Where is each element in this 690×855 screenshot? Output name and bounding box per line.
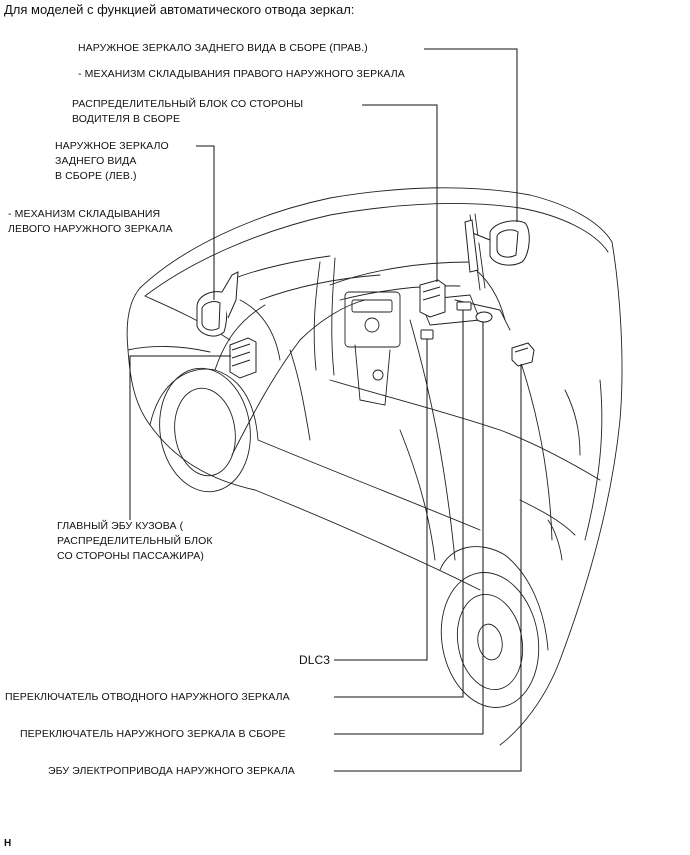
label-fold-left: - МЕХАНИЗМ СКЛАДЫВАНИЯ ЛЕВОГО НАРУЖНОГО …: [8, 207, 173, 237]
label-mirror-switch: ПЕРЕКЛЮЧАТЕЛЬ НАРУЖНОГО ЗЕРКАЛА В СБОРЕ: [20, 728, 286, 740]
label-driver-junction-block-line2: ВОДИТЕЛЯ В СБОРЕ: [72, 113, 181, 125]
label-driver-junction-block: РАСПРЕДЕЛИТЕЛЬНЫЙ БЛОК СО СТОРОНЫ ВОДИТЕ…: [72, 97, 303, 127]
main-body-ecu-icon: [229, 337, 257, 379]
mirror-ecu-icon: [511, 342, 535, 367]
label-driver-junction-block-line1: РАСПРЕДЕЛИТЕЛЬНЫЙ БЛОК СО СТОРОНЫ: [72, 98, 304, 110]
diagram-title: Для моделей с функцией автоматического о…: [4, 2, 355, 17]
right-mirror-icon: [464, 219, 530, 273]
label-main-body-ecu-line1: ГЛАВНЫЙ ЭБУ КУЗОВА (: [57, 520, 184, 532]
leader-lines: [129, 48, 522, 772]
label-main-body-ecu-line2: РАСПРЕДЕЛИТЕЛЬНЫЙ БЛОК: [57, 535, 213, 547]
car-body-outline: [126, 187, 623, 746]
reference-mark: H: [4, 838, 12, 849]
label-fold-left-line1: - МЕХАНИЗМ СКЛАДЫВАНИЯ: [8, 208, 161, 220]
label-fold-right: - МЕХАНИЗМ СКЛАДЫВАНИЯ ПРАВОГО НАРУЖНОГО…: [78, 68, 405, 80]
mirror-switches-icon: [456, 301, 493, 323]
label-mirror-ecu: ЭБУ ЭЛЕКТРОПРИВОДА НАРУЖНОГО ЗЕРКАЛА: [48, 765, 295, 777]
label-mirror-left: НАРУЖНОЕ ЗЕРКАЛО ЗАДНЕГО ВИДА В СБОРЕ (Л…: [55, 139, 169, 184]
label-mirror-left-line1: НАРУЖНОЕ ЗЕРКАЛО: [55, 140, 169, 152]
label-main-body-ecu: ГЛАВНЫЙ ЭБУ КУЗОВА ( РАСПРЕДЕЛИТЕЛЬНЫЙ Б…: [57, 519, 213, 564]
driver-junction-block-icon: [419, 279, 446, 318]
label-dlc3: DLC3: [299, 653, 331, 667]
left-mirror-icon: [196, 271, 239, 337]
label-mirror-left-line3: В СБОРЕ (ЛЕВ.): [55, 170, 137, 182]
label-fold-left-line2: ЛЕВОГО НАРУЖНОГО ЗЕРКАЛА: [8, 223, 173, 235]
label-mirror-left-line2: ЗАДНЕГО ВИДА: [55, 155, 137, 167]
label-retract-switch: ПЕРЕКЛЮЧАТЕЛЬ ОТВОДНОГО НАРУЖНОГО ЗЕРКАЛ…: [5, 691, 290, 703]
label-main-body-ecu-line3: СО СТОРОНЫ ПАССАЖИРА): [57, 550, 204, 562]
label-mirror-right: НАРУЖНОЕ ЗЕРКАЛО ЗАДНЕГО ВИДА В СБОРЕ (П…: [78, 42, 368, 54]
dlc3-connector-icon: [420, 329, 434, 340]
